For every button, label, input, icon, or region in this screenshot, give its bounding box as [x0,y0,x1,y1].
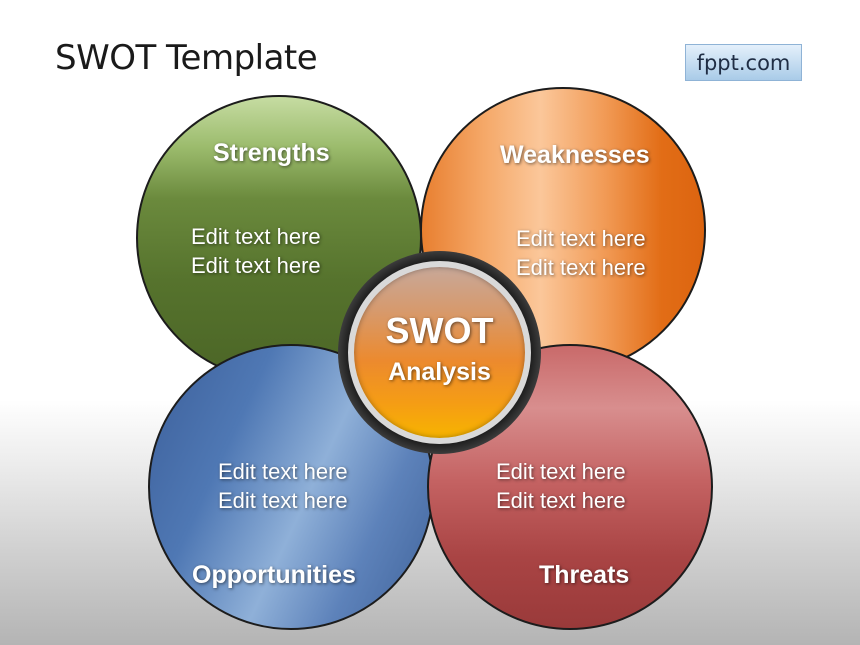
threats-line-2[interactable]: Edit text here [496,488,626,513]
strengths-text[interactable]: Edit text here Edit text here [191,222,321,280]
strengths-label: Strengths [213,139,330,167]
threats-text[interactable]: Edit text here Edit text here [496,457,626,515]
weaknesses-label: Weaknesses [500,141,650,169]
weaknesses-text[interactable]: Edit text here Edit text here [516,224,646,282]
center-title: SWOT [385,310,494,351]
opportunities-label: Opportunities [192,561,356,589]
opportunities-text[interactable]: Edit text here Edit text here [218,457,348,515]
brand-logo: fppt.com [685,44,802,81]
slide-title: SWOT Template [55,38,318,78]
threats-line-1[interactable]: Edit text here [496,459,626,484]
strengths-line-1[interactable]: Edit text here [191,224,321,249]
center-circle [348,261,531,444]
threats-label: Threats [539,561,630,589]
weaknesses-line-1[interactable]: Edit text here [516,226,646,251]
opportunities-line-2[interactable]: Edit text here [218,488,348,513]
weaknesses-line-2[interactable]: Edit text here [516,255,646,280]
opportunities-line-1[interactable]: Edit text here [218,459,348,484]
strengths-line-2[interactable]: Edit text here [191,253,321,278]
center-subtitle: Analysis [388,358,491,386]
